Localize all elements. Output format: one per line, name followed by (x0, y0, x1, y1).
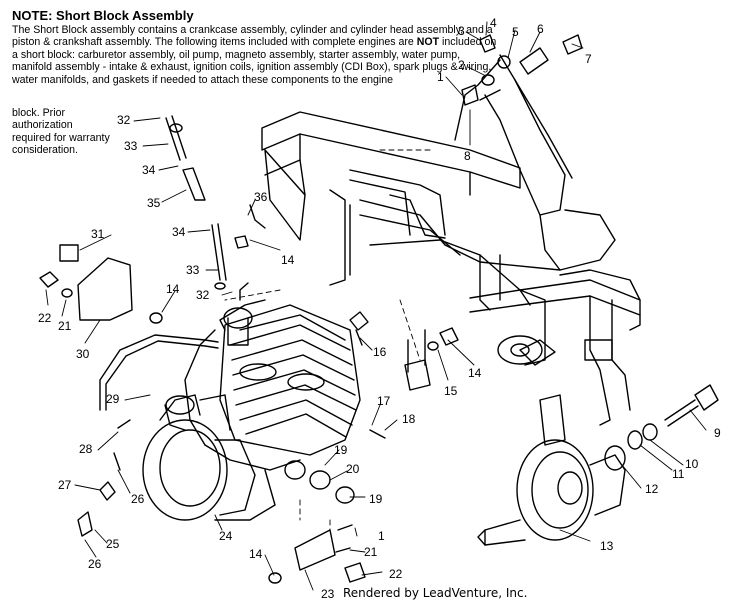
callout-24: 24 (219, 529, 233, 543)
rendered-by-footer: Rendered by LeadVenture, Inc. (343, 586, 528, 600)
carburetor (99, 282, 253, 411)
callout-12: 12 (645, 482, 659, 496)
drive-clutch (477, 384, 719, 546)
callout-11: 11 (672, 467, 685, 481)
note-title: NOTE: Short Block Assembly (12, 8, 194, 23)
short-block-note: NOTE: Short Block Assembly The Short Blo… (12, 8, 502, 86)
callout-4: 4 (490, 16, 497, 30)
note-body-prefix: The Short Block assembly contains a cran… (12, 24, 493, 49)
callout-32-lower: 32 (196, 288, 210, 302)
callout-22-upper: 22 (38, 311, 52, 325)
note-tail: block. Prior authorization required for … (12, 107, 110, 157)
callout-14-lower: 14 (249, 547, 263, 561)
callout-17: 17 (377, 394, 391, 408)
callout-21-lower: 21 (364, 545, 378, 559)
callout-20: 20 (346, 462, 360, 476)
callout-16: 16 (373, 345, 387, 359)
callout-8: 8 (464, 149, 471, 163)
callout-numbers: 3 4 5 6 7 2 1 8 32 33 34 35 36 34 31 14 … (38, 16, 721, 601)
callout-33-lower: 33 (186, 263, 200, 277)
callout-5: 5 (512, 25, 519, 39)
callout-14-right: 14 (468, 366, 482, 380)
callout-10: 10 (685, 457, 699, 471)
callout-34-lower: 34 (172, 225, 186, 239)
recoil-starter (142, 394, 256, 521)
dashed-guides (224, 149, 431, 531)
leader-lines (45, 21, 707, 591)
callout-3: 3 (458, 24, 465, 38)
callout-32-upper: 32 (117, 113, 131, 127)
callout-14-left: 14 (166, 282, 180, 296)
callout-23: 23 (321, 587, 335, 601)
callout-18: 18 (402, 412, 416, 426)
callout-29: 29 (106, 392, 120, 406)
callout-14-upper: 14 (281, 253, 295, 267)
callout-21-upper: 21 (58, 319, 72, 333)
callout-26-lower: 26 (88, 557, 102, 571)
callout-1-lower: 1 (378, 529, 385, 543)
callout-6: 6 (537, 22, 544, 36)
callout-33-upper: 33 (124, 139, 138, 153)
callout-31: 31 (91, 227, 105, 241)
callout-28: 28 (79, 442, 93, 456)
engine-block (184, 299, 361, 521)
callout-2: 2 (458, 58, 465, 72)
callout-1-upper: 1 (437, 70, 444, 84)
callout-7: 7 (585, 52, 592, 66)
callout-36: 36 (254, 190, 268, 204)
callout-25: 25 (106, 537, 120, 551)
callout-13: 13 (600, 539, 614, 553)
callout-27: 27 (58, 478, 72, 492)
callout-22-lower: 22 (389, 567, 403, 581)
callout-19-upper: 19 (334, 443, 348, 457)
callout-15: 15 (444, 384, 458, 398)
frame (261, 54, 641, 446)
callout-35: 35 (147, 196, 161, 210)
note-emphasis: NOT (416, 36, 440, 49)
callout-34-upper: 34 (142, 163, 156, 177)
callout-9: 9 (714, 426, 721, 440)
callout-30: 30 (76, 347, 90, 361)
note-body-suffix: included on a short block: carburetor as… (12, 36, 497, 86)
callout-26-upper: 26 (131, 492, 145, 506)
callout-19-lower: 19 (369, 492, 383, 506)
